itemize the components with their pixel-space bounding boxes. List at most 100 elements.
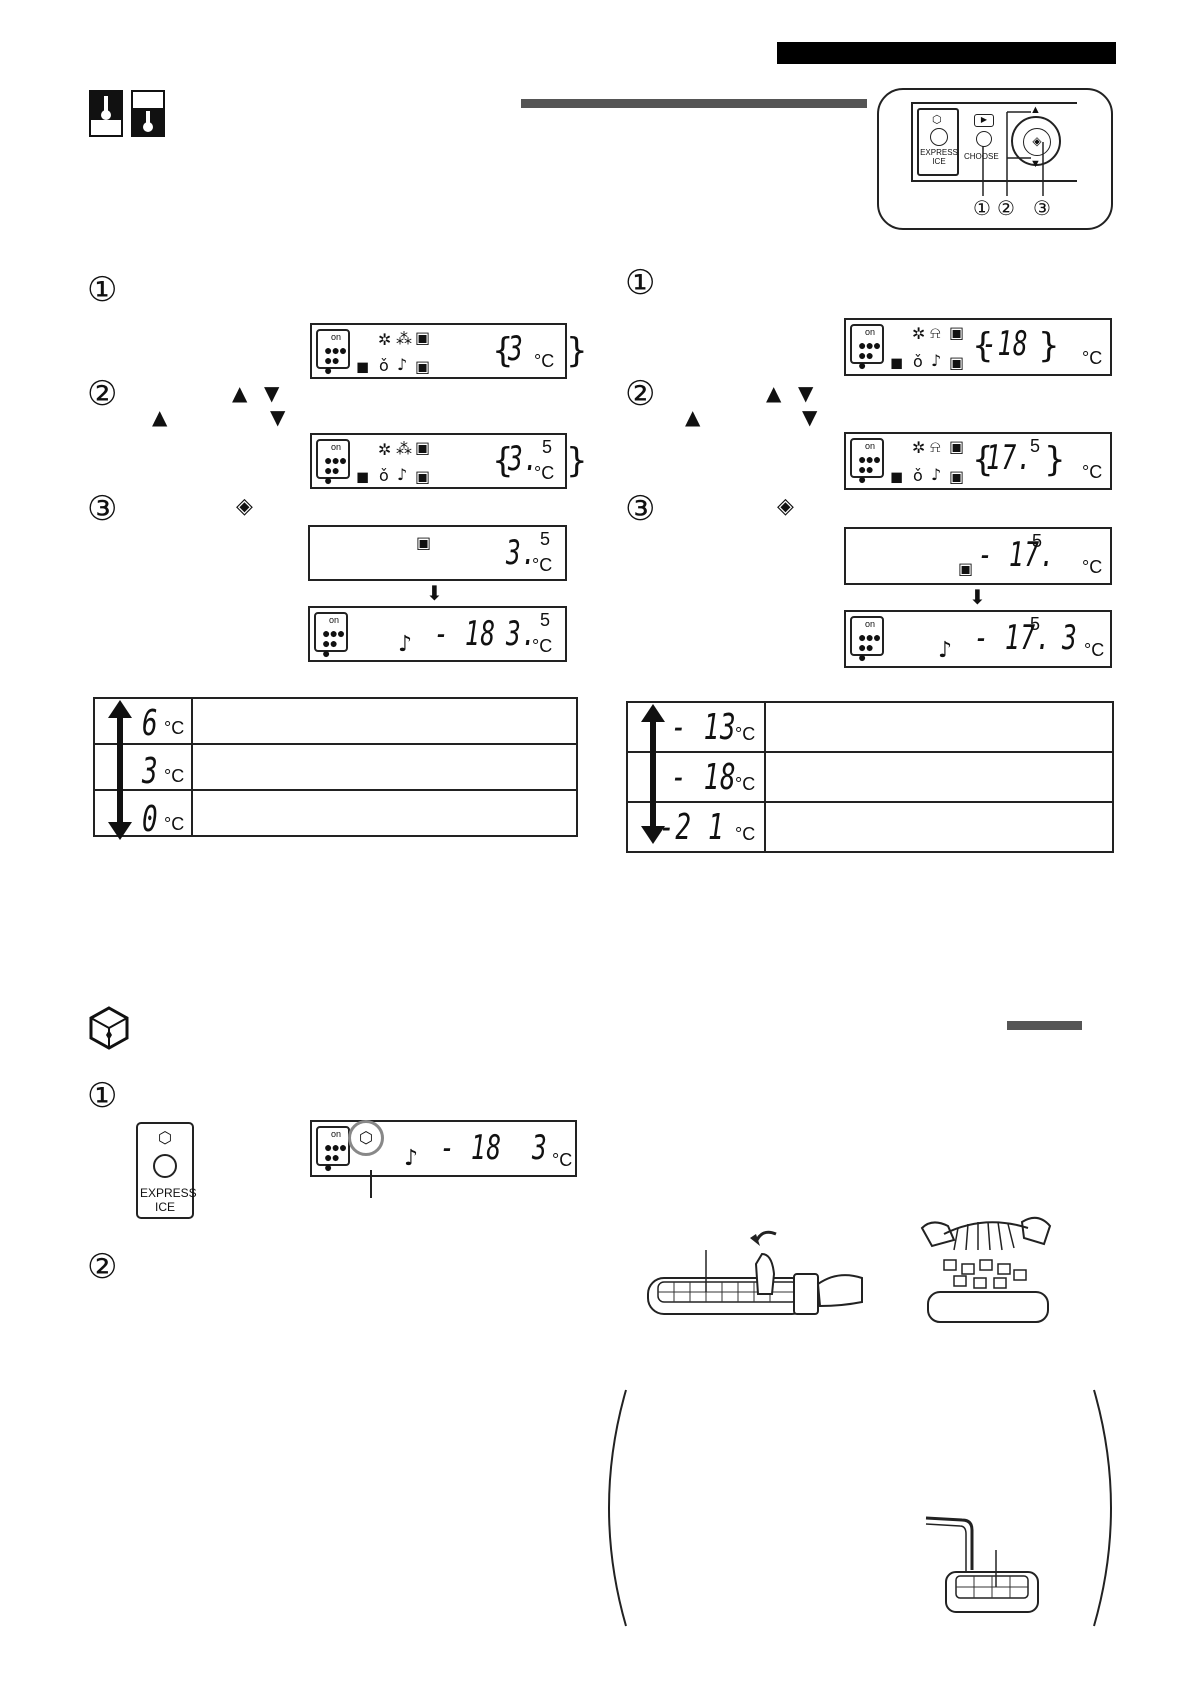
freezer-step-3: ③ <box>625 490 656 528</box>
grape-icon: on●●●●●● <box>316 329 350 377</box>
choose-button-icon: ▶ <box>974 114 994 127</box>
note-icon: ♪ <box>397 465 408 484</box>
down-arrow-icon: ⬇ <box>426 583 443 605</box>
choose-button[interactable] <box>976 131 992 147</box>
range-unit: °C <box>164 814 185 834</box>
adjust-dial[interactable]: ◈ <box>1011 116 1061 166</box>
header-bar <box>777 42 1116 64</box>
up-arrow-icon: ▲ <box>152 405 168 429</box>
alarm-icon: ⁂ <box>396 329 412 348</box>
freezer-range-arrow <box>641 704 665 844</box>
section-title-rule <box>521 99 867 108</box>
fridge-lcd-4: on●●●●●● ♪ - 18 3. 5 °C <box>308 606 567 662</box>
thermometer-icon: ǒ <box>379 356 389 375</box>
down-arrow-icon: ▼ <box>798 381 814 405</box>
fridge-step-2: ② <box>87 375 118 413</box>
ice-step-1: ① <box>87 1077 118 1115</box>
blink-right-icon: } <box>566 441 588 481</box>
range-cell: 3°C <box>93 743 193 792</box>
panel-inner-frame <box>911 102 1077 182</box>
range-cell: - 13°C <box>626 701 766 753</box>
freezer-lcd-3-sup: 5 <box>1032 531 1043 551</box>
grape-icon: on●●●●●● <box>314 612 348 660</box>
up-arrow-icon: ▲ <box>766 381 782 405</box>
section-title-rule <box>1007 1021 1082 1030</box>
express-ice-label: EXPRESS ICE <box>140 1186 197 1214</box>
freezer-step-1: ① <box>625 264 656 302</box>
choose-label: CHOOSE <box>964 152 999 161</box>
blink-right-icon: } <box>566 331 588 371</box>
blink-right-icon: } <box>1044 440 1066 480</box>
freezer-lcd-2-unit: °C <box>1082 462 1103 482</box>
express-ice-panel-button[interactable]: ⬡ EXPRESS ICE <box>917 108 959 176</box>
fridge-lcd-3-sup: 5 <box>540 529 551 549</box>
range-cell: 6°C <box>93 697 193 745</box>
fridge-range-table: 6°C 3°C 0°C <box>93 697 578 840</box>
fridge-thermometer-icon <box>89 90 123 137</box>
callout-2: ② <box>997 198 1015 220</box>
set-button[interactable]: ◈ <box>1023 128 1051 156</box>
fridge-lcd-2-value: 3. <box>508 439 539 479</box>
fridge-step-1: ① <box>87 271 118 309</box>
alarm-icon: ⁂ <box>396 439 412 458</box>
set-icon: ◈ <box>236 494 253 519</box>
control-panel-illustration: ⬡ EXPRESS ICE ▶ CHOOSE ◈ ▲ ▼ ① ② ③ <box>877 88 1113 230</box>
fridge-step-3: ③ <box>87 490 118 528</box>
fridge-lcd-2: on●●●●●● ✲ ⁂ ▣ ◼ ǒ ♪ ▣ { 3. 5 °C <box>310 433 567 489</box>
down-arrow-icon: ⬇ <box>969 587 986 609</box>
range-description <box>191 743 578 791</box>
fridge-small-icon: ▣ <box>415 328 431 347</box>
fridge-lcd-3: ▣ 3. 5 °C <box>308 525 567 581</box>
thermometer-icon: ǒ <box>913 466 923 485</box>
grape-icon: on●●●●●● <box>850 438 884 486</box>
fridge-lcd-4-freezer: - 18 <box>434 614 496 654</box>
range-description <box>764 801 1114 853</box>
bag-icon: ◼ <box>890 467 904 486</box>
freezer-lcd-2: on●●●●●● ✲ ⍾ ▣ ◼ ǒ ♪ ▣ { 17. 5 } °C <box>844 432 1112 490</box>
freezer-lcd-1-unit: °C <box>1082 348 1103 368</box>
ice-cube-icon <box>89 1006 129 1050</box>
range-cell: - 18°C <box>626 751 766 803</box>
range-cell: 0°C <box>93 789 193 840</box>
ice-step-2: ② <box>87 1248 118 1286</box>
freezer-lcd-3: ▣ - 17. 5 °C <box>844 527 1112 585</box>
fridge-lcd-3-unit: °C <box>532 555 553 575</box>
blink-left-icon: { <box>492 331 514 371</box>
fridge-lcd-1-unit: °C <box>534 351 555 371</box>
express-ice-label: EXPRESS ICE <box>920 148 958 166</box>
range-description <box>191 789 578 837</box>
freezer-small-icon: ▣ <box>415 357 431 376</box>
up-arrow-icon: ▲ <box>232 381 248 405</box>
up-arrow-icon: ▲ <box>1030 104 1041 116</box>
blink-left-icon: { <box>972 326 994 366</box>
bag-icon: ◼ <box>356 357 370 376</box>
express-button-circle <box>930 128 948 146</box>
range-unit: °C <box>735 774 756 794</box>
grape-icon: on●●●●●● <box>316 1126 350 1174</box>
range-value: 0 <box>142 799 159 840</box>
range-unit: °C <box>164 766 185 786</box>
express-button-circle <box>153 1154 177 1178</box>
ice-cube-icon: ⬡ <box>158 1128 172 1147</box>
freezer-step-2: ② <box>625 375 656 413</box>
sun-icon: ✲ <box>378 440 392 459</box>
bag-icon: ◼ <box>890 353 904 372</box>
thermometer-icon: ǒ <box>913 352 923 371</box>
freezer-lcd-3-unit: °C <box>1082 557 1103 577</box>
ice-lcd-fridge: 3 <box>532 1128 548 1168</box>
freezer-lcd-2-value: 17. <box>986 438 1033 478</box>
ice-lcd: on●●●●●● ⬡ ♪ - 18 3 °C <box>310 1120 577 1177</box>
indicator-pointer-line <box>370 1170 372 1198</box>
freezer-lcd-4-sup: 5 <box>1030 614 1041 634</box>
up-arrow-icon: ▲ <box>685 405 701 429</box>
bag-icon: ◼ <box>356 467 370 486</box>
freezer-lcd-1: on●●●●●● ✲ ⍾ ▣ ◼ ǒ ♪ ▣ { -18 } °C <box>844 318 1112 376</box>
range-value: -2 1 <box>659 807 725 848</box>
freezer-small-icon: ▣ <box>949 467 965 486</box>
fridge-small-icon: ▣ <box>415 438 431 457</box>
express-ice-button[interactable]: ⬡ EXPRESS ICE <box>136 1122 197 1219</box>
range-value: 6 <box>142 703 159 744</box>
note-panel-outline <box>608 1389 1112 1627</box>
callout-3: ③ <box>1033 198 1051 220</box>
grape-icon: on●●●●●● <box>850 324 884 372</box>
